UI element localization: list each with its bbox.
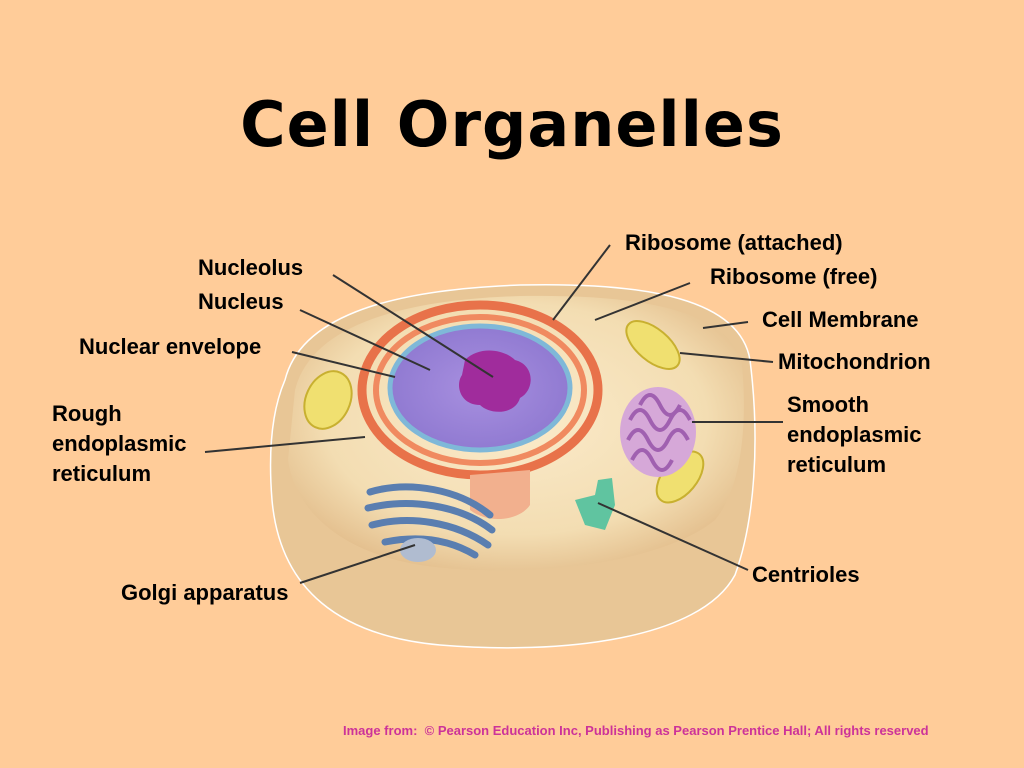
label-ribosome-attached: Ribosome (attached) (625, 230, 843, 255)
label-nucleus: Nucleus (198, 289, 284, 314)
label-nucleolus: Nucleolus (198, 255, 304, 280)
label-ribosome-free: Ribosome (free) (710, 264, 878, 289)
centrioles (575, 478, 615, 530)
label-rough-er: Rough endoplasmic reticulum (52, 401, 187, 486)
leader-lines (204, 244, 783, 584)
label-smooth-er: Smooth endoplasmic reticulum (787, 392, 922, 477)
label-mitochondrion: Mitochondrion (778, 349, 931, 374)
golgi-apparatus (364, 483, 496, 562)
slide-title: Cell Organelles (240, 88, 784, 161)
image-credit: Image from: © Pearson Education Inc, Pub… (343, 723, 929, 738)
label-golgi-apparatus: Golgi apparatus (121, 580, 289, 605)
smooth-endoplasmic-reticulum (620, 387, 696, 477)
label-nuclear-envelope: Nuclear envelope (79, 334, 262, 359)
label-centrioles: Centrioles (752, 562, 860, 587)
label-cell-membrane: Cell Membrane (762, 307, 919, 332)
